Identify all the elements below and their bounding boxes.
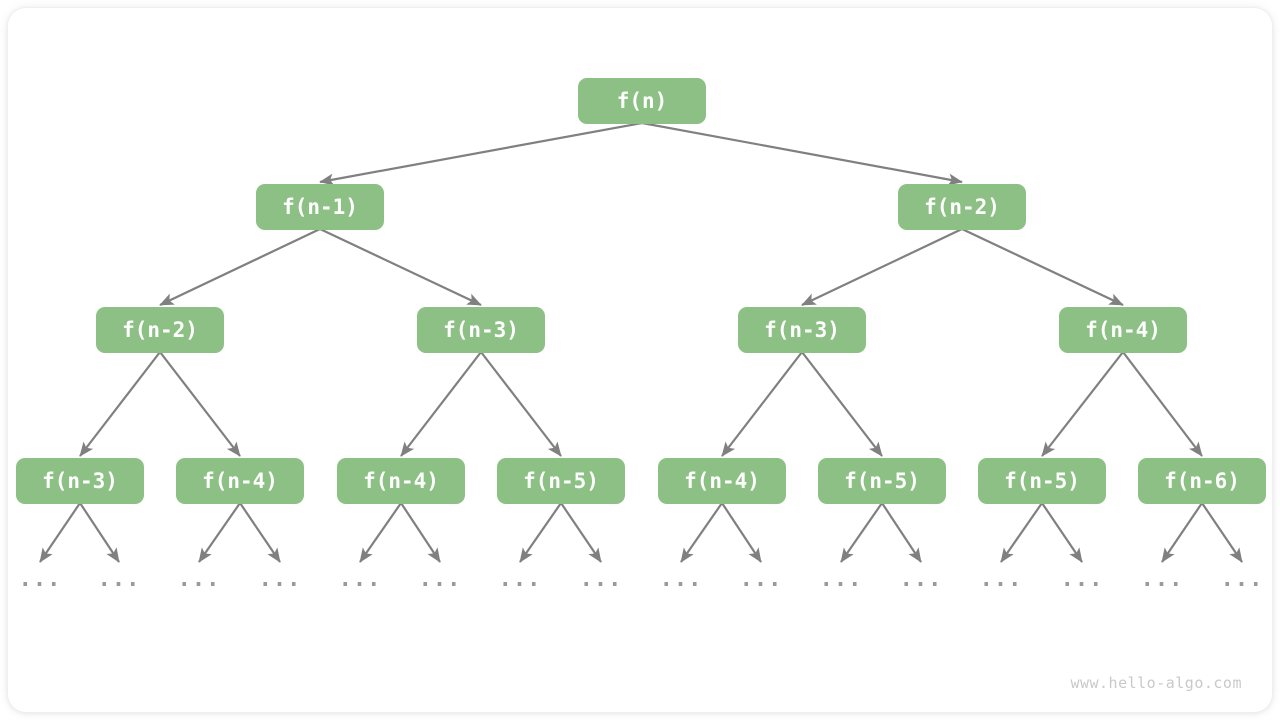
leaf-edge — [79, 502, 120, 563]
ellipsis-leaf: ··· — [739, 573, 783, 598]
ellipsis-leaf: ··· — [819, 573, 863, 598]
leaf-edge — [560, 502, 602, 563]
leaf-edge — [1041, 502, 1083, 563]
tree-edge — [319, 228, 482, 306]
leaf-edge — [1000, 502, 1043, 563]
tree-node: f(n-3) — [16, 458, 144, 504]
leaf-edge — [881, 502, 922, 563]
tree-edge — [159, 228, 321, 306]
tree-node: f(n-4) — [658, 458, 786, 504]
tree-node: f(n-2) — [898, 184, 1026, 230]
leaf-edge — [39, 502, 81, 563]
ellipsis-leaf: ··· — [97, 573, 141, 598]
tree-edge — [641, 121, 963, 186]
leaf-edge — [680, 502, 723, 563]
tree-node: f(n-6) — [1138, 458, 1266, 504]
tree-edge — [1041, 351, 1124, 457]
ellipsis-leaf: ··· — [1220, 573, 1264, 598]
tree-node: f(n-5) — [978, 458, 1106, 504]
tree-edges — [79, 121, 1203, 457]
leaf-edge — [198, 502, 241, 563]
tree-edge — [79, 351, 161, 457]
ellipsis-leaf: ··· — [979, 573, 1023, 598]
tree-edge — [400, 351, 482, 457]
tree-node: f(n-3) — [738, 307, 866, 353]
tree-edge — [801, 228, 963, 306]
tree-node: f(n-3) — [417, 307, 545, 353]
ellipsis-leaf: ··· — [579, 573, 623, 598]
ellipsis-leaf: ··· — [18, 573, 62, 598]
watermark: www.hello-algo.com — [1070, 674, 1242, 692]
ellipsis-leaf: ··· — [338, 573, 382, 598]
tree-edge — [961, 228, 1124, 306]
tree-edge — [801, 351, 883, 457]
tree-node: f(n-1) — [256, 184, 384, 230]
tree-node: f(n-5) — [818, 458, 946, 504]
ellipsis-leaf: ··· — [177, 573, 221, 598]
tree-node: f(n-5) — [497, 458, 625, 504]
leaf-edge — [840, 502, 883, 563]
leaf-edge — [1201, 502, 1243, 563]
ellipsis-leaf: ··· — [1140, 573, 1184, 598]
tree-node: f(n) — [578, 78, 706, 124]
ellipsis-leaf: ··· — [258, 573, 302, 598]
tree-node: f(n-4) — [176, 458, 304, 504]
tree-node: f(n-2) — [96, 307, 224, 353]
ellipsis-leaf: ··· — [498, 573, 542, 598]
leaf-edge — [400, 502, 441, 563]
tree-edge — [1122, 351, 1203, 457]
leaf-edge — [239, 502, 281, 563]
leaf-edge — [519, 502, 562, 563]
tree-edge — [480, 351, 562, 457]
ellipsis-leaf: ··· — [418, 573, 462, 598]
leaf-edge — [721, 502, 762, 563]
tree-edge — [721, 351, 803, 457]
leaf-edges — [39, 502, 1243, 563]
ellipsis-leaf: ··· — [1060, 573, 1104, 598]
tree-edge — [159, 351, 241, 457]
tree-node: f(n-4) — [1059, 307, 1187, 353]
tree-edge — [319, 121, 643, 186]
tree-node: f(n-4) — [337, 458, 465, 504]
ellipsis-leaf: ··· — [899, 573, 943, 598]
ellipsis-leaf: ··· — [659, 573, 703, 598]
leaf-edge — [1161, 502, 1203, 563]
leaf-edge — [359, 502, 402, 563]
